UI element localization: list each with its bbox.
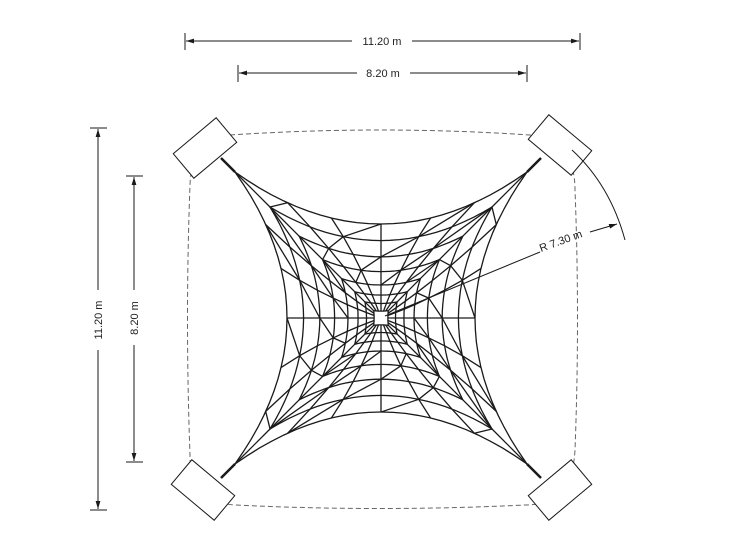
net-cross-rope [299,279,321,319]
foundation-block-bottom-right [527,459,593,521]
net-cross-rope [380,269,402,286]
net-cross-rope [380,398,419,413]
radius-line-inner [384,251,541,317]
net-radial-rope [387,267,482,317]
net-width-label: 8.20 m [366,68,400,80]
net-cross-rope [461,280,476,319]
corner-tether [526,463,542,479]
net-radial-rope [280,267,375,317]
net-cross-rope [322,259,346,294]
corner-tether [526,157,542,173]
net-cross-rope [332,337,346,344]
foundation-block-top-right [527,114,593,176]
net-cross-rope [265,224,301,281]
net-radial-rope [234,324,375,465]
net-cross-rope [441,317,463,357]
radius-arc [571,149,626,241]
net-cross-rope [418,202,475,238]
net-radial-rope [387,319,482,369]
net-cross-rope [287,398,344,434]
net-cross-rope [416,342,440,377]
net-radial-rope [382,217,432,312]
net-radial-rope [385,324,475,434]
dimension-net-width: 8.20 m [237,65,528,82]
net-cross-rope [416,292,430,299]
rope-net [220,157,542,479]
net-cross-rope [432,206,493,249]
net-cross-rope [360,350,382,367]
dimension-overall-depth: 11.20 m [90,127,107,511]
net-cross-rope [269,206,312,267]
net-cross-rope [265,411,271,430]
net-cross-rope [310,265,334,299]
net-cross-rope [269,387,330,430]
corner-tether [220,157,236,173]
net-cross-rope [269,202,288,208]
net-radial-rope [382,324,432,419]
net-cross-rope [332,297,349,319]
net-cross-rope [328,236,344,249]
foundation-block-bottom-left [170,459,236,521]
net-cross-rope [461,355,497,412]
net-cross-rope [328,365,362,389]
net-cross-rope [380,236,420,258]
net-radial-rope [387,322,497,412]
net-radial-rope [287,324,377,434]
net-cross-rope [432,376,440,388]
dimension-net-depth: 8.20 m [126,175,143,463]
net-radial-rope [330,217,380,312]
net-radial-rope [280,319,375,369]
net-cross-rope [311,369,323,377]
net-ring [372,309,390,327]
net-cross-rope [355,269,362,283]
net-cross-rope [450,369,493,430]
net-radial-rope [387,324,528,465]
net-cross-rope [343,223,382,238]
overall-depth-label: 11.20 m [93,301,105,340]
net-cross-rope [474,428,493,434]
net-depth-label: 8.20 m [129,301,141,335]
net-cross-rope [360,256,382,271]
net-cross-rope [286,317,301,356]
net-radial-rope [287,202,377,312]
net-cross-rope [439,259,451,267]
net-cross-rope [380,365,402,380]
net-radial-rope [387,224,497,314]
overall-width-label: 11.20 m [363,36,402,48]
net-radial-rope [387,171,528,312]
net-cross-rope [450,265,463,281]
net-cross-rope [322,248,330,260]
net-radial-rope [265,224,375,314]
net-cross-rope [491,206,497,225]
net-cross-rope [400,247,434,271]
dimension-overall-width: 11.20 m [184,33,581,50]
net-cross-rope [319,317,334,339]
net-cross-rope [428,337,452,371]
net-cross-rope [413,317,430,339]
net-cross-rope [418,387,434,400]
net-cross-rope [428,297,443,319]
net-cross-rope [405,259,440,283]
net-cross-rope [400,353,407,367]
radius-line-outer [589,223,618,233]
foundation-blocks [170,114,593,521]
net-cross-rope [342,378,382,400]
net-radial-rope [234,171,375,312]
net-radial-rope [265,322,375,412]
net-cross-rope [322,353,357,377]
corner-tether [220,463,236,479]
safety-zone-outline [187,129,578,509]
net-radial-rope [385,202,475,312]
net-cross-rope [299,355,312,371]
net-radial-rope [330,324,380,419]
foundation-block-top-left [172,117,238,179]
